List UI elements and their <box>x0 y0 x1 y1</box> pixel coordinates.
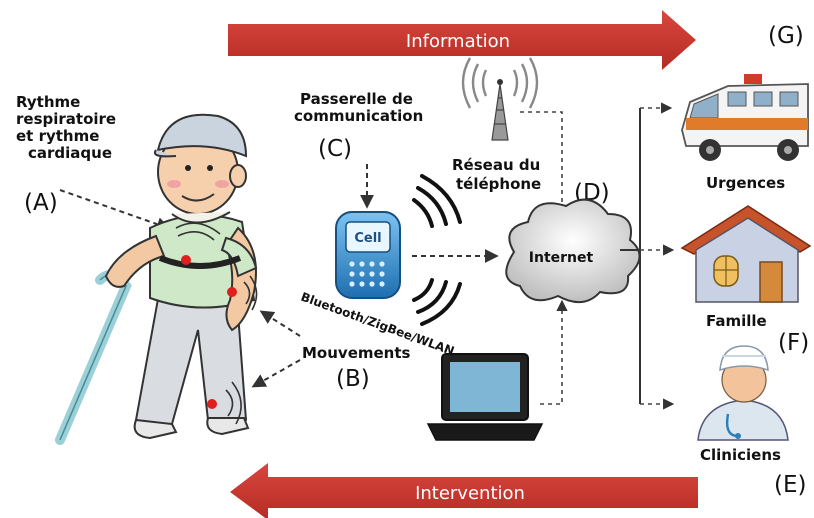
house-icon <box>680 205 812 303</box>
ambulance-icon <box>681 74 809 161</box>
laptop-to-internet-arrow <box>540 299 568 405</box>
laptop-icon <box>426 353 544 441</box>
phone-screen-text: Cell <box>354 231 381 246</box>
movement-arrow-leg <box>251 359 301 388</box>
network-label-line2: téléphone <box>456 175 541 193</box>
intervention-label: Intervention <box>415 483 525 504</box>
letter-f: (F) <box>778 330 809 356</box>
gateway-label-line1: Passerelle de <box>300 90 413 108</box>
tower-to-internet-arrow <box>520 111 568 217</box>
rhythm-label-line2: respiratoire <box>16 110 116 128</box>
network-label-line1: Réseau du <box>452 156 540 174</box>
family-label: Famille <box>706 312 767 330</box>
wireless-waves-icon <box>412 174 462 326</box>
letter-c: (C) <box>318 136 352 162</box>
letter-b: (B) <box>336 366 370 392</box>
internet-label: Internet <box>529 250 594 266</box>
cell-phone-icon: Cell <box>335 211 401 299</box>
clinicians-label: Cliniciens <box>700 446 781 464</box>
radio-tower-icon <box>461 57 539 141</box>
letter-e: (E) <box>774 472 806 498</box>
information-banner: Information <box>228 10 696 70</box>
gateway-label-line2: communication <box>294 107 423 125</box>
rhythm-label-line3: et rythme <box>16 127 99 145</box>
information-label: Information <box>406 31 510 52</box>
rhythm-arrow <box>59 189 171 231</box>
elderly-man-icon <box>55 113 258 445</box>
nurse-icon <box>697 345 789 441</box>
letter-g: (G) <box>768 23 804 49</box>
leg-sensor <box>207 399 217 409</box>
rhythm-label: Rythme respiratoire et rythme cardiaque <box>16 93 116 162</box>
intervention-banner: Intervention <box>230 463 698 518</box>
movement-arrow-arm <box>259 310 301 337</box>
rhythm-label-line4: cardiaque <box>28 144 112 162</box>
movements-label: Mouvements <box>302 344 411 362</box>
distribution-lines <box>620 108 641 404</box>
chest-sensor <box>181 255 191 265</box>
letter-a: (A) <box>24 190 58 216</box>
arm-sensor <box>227 287 237 297</box>
emergency-label: Urgences <box>706 174 785 192</box>
rhythm-label-line1: Rythme <box>16 93 80 111</box>
